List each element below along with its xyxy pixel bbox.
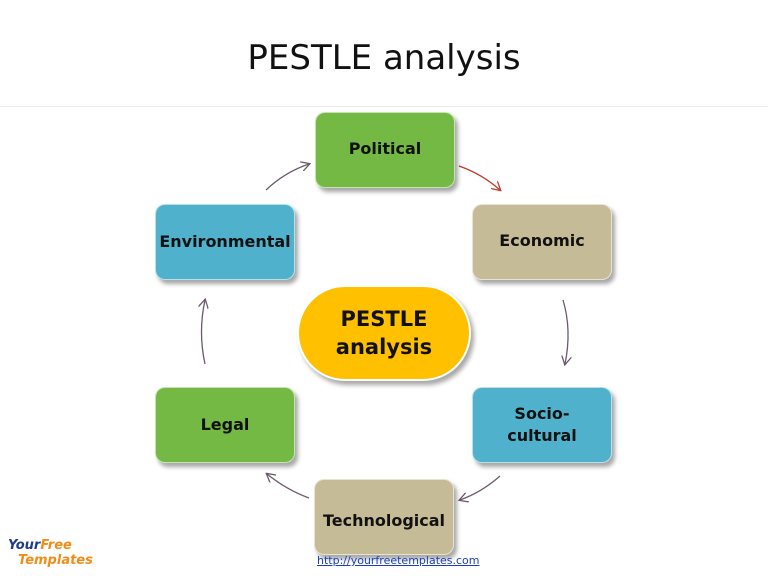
box-economic: Economic (472, 204, 612, 280)
page-title: PESTLE analysis (247, 38, 521, 78)
label-socio-cultural: Socio- cultural (507, 403, 577, 446)
center-line1: PESTLE (340, 306, 428, 331)
logo-line2: Templates (18, 553, 93, 568)
center-line2: analysis (335, 335, 433, 359)
box-political: Political (315, 112, 455, 188)
yourfreetemplates-logo: YourFree Templates (8, 539, 93, 567)
label-environmental: Environmental (159, 232, 291, 252)
box-legal: Legal (155, 387, 295, 463)
title-divider (0, 106, 768, 107)
footer-url-link[interactable]: http://yourfreetemplates.com (317, 554, 480, 567)
arrow-political-to-economic (458, 165, 500, 190)
label-technological: Technological (322, 511, 446, 531)
center-pestle-analysis: PESTLE analysis (297, 285, 471, 381)
label-economic: Economic (499, 231, 585, 250)
label-legal: Legal (200, 415, 250, 435)
logo-word-your: Your (8, 538, 41, 553)
arrow-environmental-to-political (265, 164, 309, 191)
box-environmental: Environmental (155, 204, 295, 280)
label-socio-line2: cultural (507, 426, 577, 445)
box-socio-cultural: Socio- cultural (472, 387, 612, 463)
logo-word-free: Free (40, 538, 72, 553)
label-political: Political (348, 139, 422, 158)
arrow-legal-to-environmental (202, 300, 206, 365)
arrow-technological-to-legal (267, 474, 310, 499)
label-socio-line1: Socio- (514, 404, 570, 424)
logo-line1: YourFree (8, 539, 93, 552)
arrow-socio-to-technological (460, 475, 501, 500)
arrow-economic-to-socio (563, 299, 568, 364)
box-technological: Technological (314, 479, 454, 555)
